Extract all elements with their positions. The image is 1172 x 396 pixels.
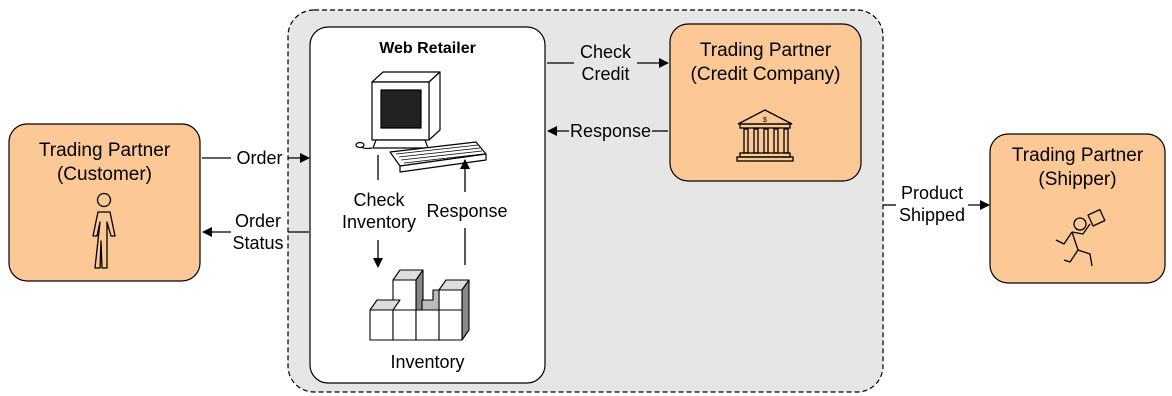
inventory-label: Inventory (390, 352, 465, 372)
bank-icon: $ (736, 109, 794, 162)
web-retailer-title: Web Retailer (379, 40, 476, 57)
order-status-line-2: Status (232, 233, 284, 253)
shipper-title-line-1: Trading Partner (1011, 145, 1144, 166)
shipper-title: Trading Partner (Shipper) (990, 144, 1165, 192)
customer-title: Trading Partner (Customer) (9, 139, 200, 187)
check-inventory-line-1: Check (353, 190, 405, 210)
check-inventory-line-2: Inventory (341, 212, 417, 232)
credit-company-box (669, 23, 862, 182)
credit-response-label: Response (569, 121, 652, 141)
web-retailer-panel (309, 26, 546, 384)
credit-company-title-line-1: Trading Partner (699, 40, 832, 61)
check-credit-line-1: Check (579, 42, 632, 62)
inventory-response-label: Response (426, 201, 508, 221)
customer-title-line-2: (Customer) (56, 164, 152, 185)
person-icon (92, 192, 116, 269)
running-courier-icon (1055, 208, 1106, 267)
credit-company-title: Trading Partner (Credit Company) (670, 39, 861, 87)
order-status-line-1: Order (234, 211, 281, 231)
connectors (202, 58, 990, 268)
check-credit-label: Check Credit (574, 41, 637, 85)
customer-title-line-1: Trading Partner (38, 140, 171, 161)
svg-text:$: $ (763, 117, 767, 124)
credit-company-title-line-2: (Credit Company) (690, 64, 841, 85)
product-shipped-label: Product Shipped (894, 182, 970, 226)
shipper-title-line-2: (Shipper) (1038, 169, 1117, 190)
check-credit-line-2: Credit (581, 64, 630, 84)
check-inventory-label: Check Inventory (339, 189, 419, 233)
product-shipped-line-1: Product (900, 183, 964, 203)
product-shipped-line-2: Shipped (898, 205, 966, 225)
computer-icon (355, 71, 487, 173)
order-label: Order (236, 148, 283, 168)
order-status-label: Order Status (228, 210, 288, 254)
customer-box (8, 123, 201, 282)
shipper-box (989, 133, 1166, 284)
inventory-boxes-icon (369, 269, 470, 341)
